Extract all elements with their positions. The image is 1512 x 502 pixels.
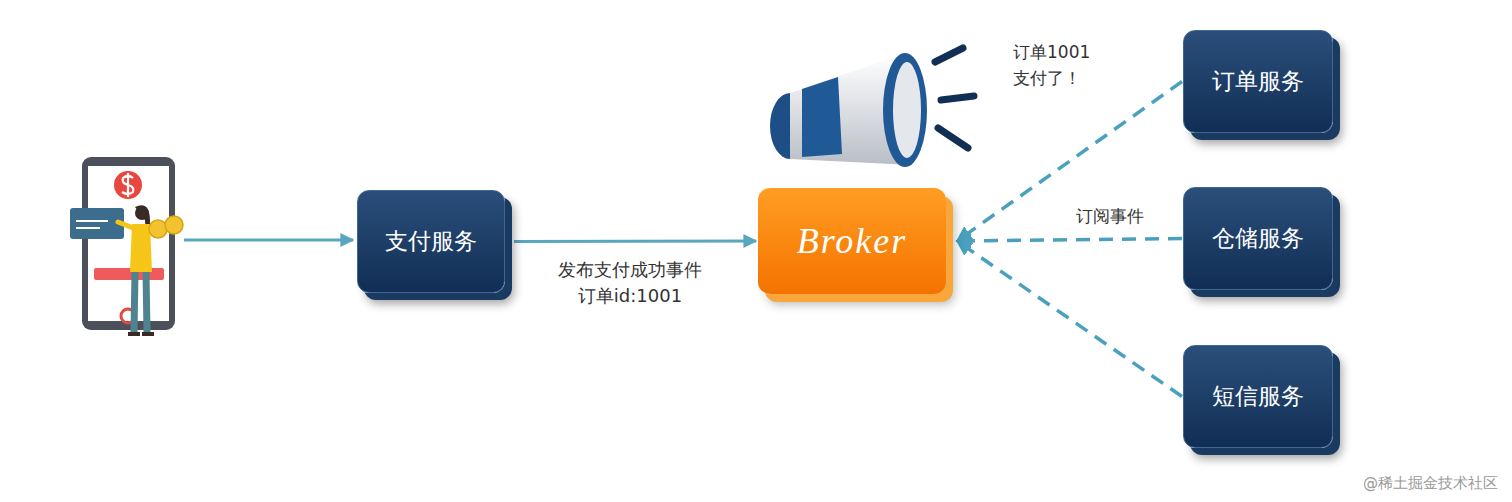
subscribe-connector [957,82,1182,242]
dollar-icon [114,171,142,199]
phone-body [82,157,175,330]
person-shoes [128,332,154,336]
bank-card [70,208,124,239]
sound-waves [935,48,974,148]
phone-screen [88,166,169,321]
node-label: 支付服务 [385,226,477,257]
publish-connector [514,240,756,244]
user-arrow [184,239,353,242]
edge-label: 订阅事件 [1055,204,1165,229]
node-label: 仓储服务 [1212,223,1304,254]
node-label: Broker [797,220,908,262]
watermark: @稀土掘金技术社区 [1363,472,1498,495]
note-text: 订单1001 支付了！ [1013,40,1103,91]
pay-button [94,268,164,280]
node-label: 短信服务 [1212,381,1304,412]
broker-box: Broker [758,188,946,294]
service-box: 仓储服务 [1183,187,1333,290]
node-label: 订单服务 [1212,66,1304,97]
service-box: 短信服务 [1183,345,1333,448]
person-arm [118,222,133,228]
coin [149,220,167,238]
megaphone-mouth [883,53,927,167]
card-line [76,227,100,229]
service-box: 订单服务 [1183,30,1333,133]
megaphone-inner [893,62,921,158]
phone-illustration [70,157,183,334]
megaphone-illustration [770,48,974,167]
service-box: 支付服务 [357,190,505,293]
megaphone-band [802,77,842,157]
subscribe-connector [957,241,1182,397]
subscribe-connector [957,239,1182,242]
edge-label: 发布支付成功事件 订单id:1001 [545,257,715,309]
dollar-sign [122,173,133,197]
coin [165,216,183,234]
person-legs [134,272,147,332]
card-line [76,220,108,222]
